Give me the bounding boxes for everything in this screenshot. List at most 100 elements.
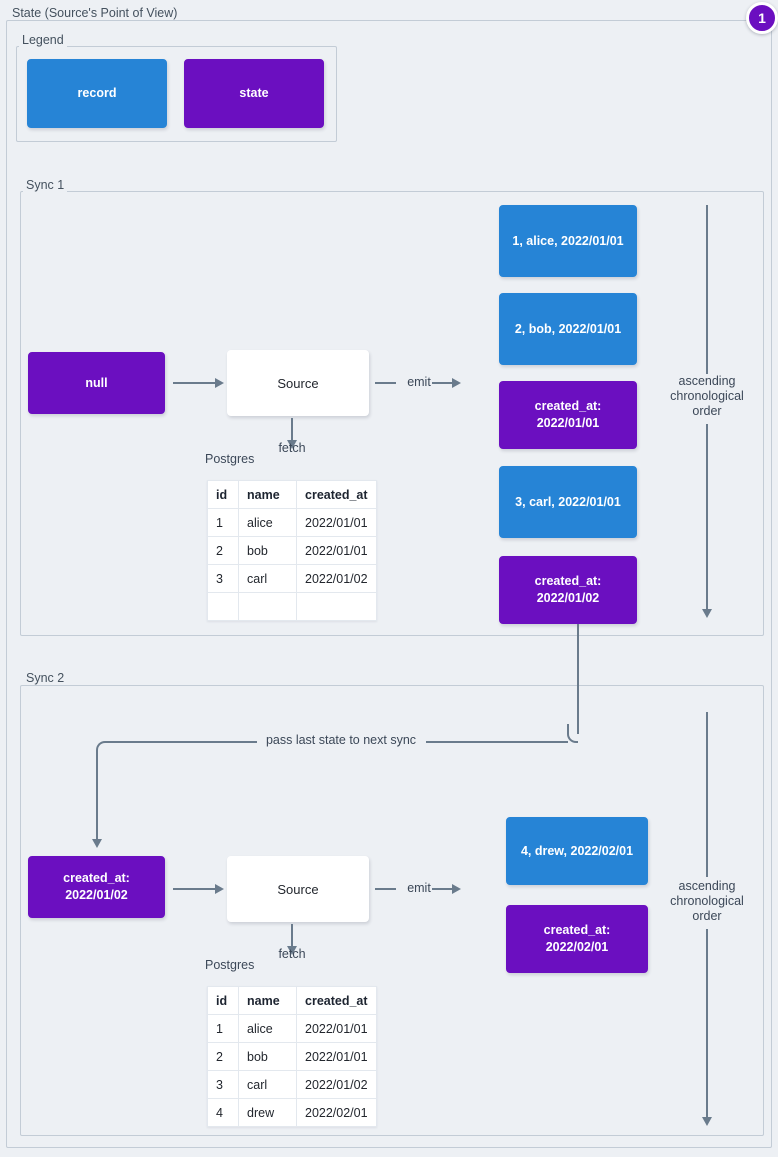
sync1-emitted-2-label: created_at: 2022/01/01: [534, 399, 602, 430]
table-header-row: id name created_at: [207, 480, 377, 509]
cell-created-at: 2022/01/02: [296, 564, 377, 593]
table-row: 1 alice 2022/01/01: [207, 508, 377, 537]
sync1-emitted-1-label: 2, bob, 2022/01/01: [514, 321, 622, 336]
cell-id: 2: [207, 536, 239, 565]
sync1-state-to-source-line: [173, 382, 217, 384]
cell-id: 4: [207, 1098, 239, 1127]
sync2-fetch-arrow: [287, 946, 297, 955]
sync1-emit-line-left: [375, 382, 398, 384]
table-row: 3 carl 2022/01/02: [207, 564, 377, 593]
sync1-fetch-arrow: [287, 440, 297, 449]
sync2-input-state-label: created_at: 2022/01/02: [63, 871, 130, 902]
cell-created-at: 2022/01/02: [296, 1070, 377, 1099]
sync1-emitted-3: 3, carl, 2022/01/01: [499, 466, 637, 538]
sync2-emit-label: emit: [396, 881, 442, 896]
sync2-db-label: Postgres: [205, 958, 255, 972]
legend-swatch-record: record: [27, 59, 167, 128]
sync1-emitted-0: 1, alice, 2022/01/01: [499, 205, 637, 277]
sync1-input-state: null: [28, 352, 165, 414]
sync1-fetch-line: [291, 418, 293, 442]
col-id: id: [207, 986, 239, 1015]
sync1-db-table: id name created_at 1 alice 2022/01/01 2 …: [207, 480, 377, 621]
table-row: 3 carl 2022/01/02: [207, 1070, 377, 1099]
pass-state-corner-top-left: [96, 741, 108, 755]
pass-state-arrow: [92, 839, 102, 848]
sync2-emit-line-right: [432, 888, 455, 890]
table-row: 4 drew 2022/02/01: [207, 1098, 377, 1127]
sync2-emit-arrow: [452, 884, 461, 894]
sync1-source-box: Source: [227, 350, 369, 416]
sync1-emit-label: emit: [396, 375, 442, 390]
sync1-order-arrow: [702, 609, 712, 618]
col-name: name: [238, 986, 297, 1015]
legend-label: Legend: [19, 33, 67, 47]
sync2-label: Sync 2: [23, 671, 68, 685]
pass-state-label: pass last state to next sync: [256, 733, 426, 748]
sync2-emit-line-left: [375, 888, 398, 890]
col-name: name: [238, 480, 297, 509]
cell-name: alice: [238, 1014, 297, 1043]
cell-name: bob: [238, 536, 297, 565]
sync1-emitted-3-label: 3, carl, 2022/01/01: [515, 494, 621, 509]
cell-created-at: 2022/01/01: [296, 536, 377, 565]
sync1-fetch-label: fetch: [278, 441, 306, 455]
sync1-emitted-1: 2, bob, 2022/01/01: [499, 293, 637, 365]
legend-swatch-record-label: record: [77, 86, 117, 100]
sync2-source-label: Source: [277, 881, 319, 897]
sync2-emitted-0-label: 4, drew, 2022/02/01: [520, 843, 634, 858]
sync1-label: Sync 1: [23, 178, 68, 192]
cell-id: 1: [207, 1014, 239, 1043]
sync2-emitted-0: 4, drew, 2022/02/01: [506, 817, 648, 885]
col-id: id: [207, 480, 239, 509]
legend-swatch-state: state: [184, 59, 324, 128]
cell-name: [238, 592, 297, 621]
sync1-emit-line-right: [432, 382, 455, 384]
legend-frame: [16, 46, 337, 142]
sync1-emitted-4-label: created_at: 2022/01/02: [534, 574, 602, 605]
sync2-state-to-source-arrow: [215, 884, 224, 894]
sync1-db-label: Postgres: [205, 452, 255, 466]
sync2-emitted-1-label: created_at: 2022/02/01: [543, 923, 611, 954]
sync2-emitted-1: created_at: 2022/02/01: [506, 905, 648, 973]
outer-frame: [6, 20, 772, 1148]
table-row: 2 bob 2022/01/01: [207, 536, 377, 565]
sync1-source-label: Source: [277, 375, 319, 391]
cell-created-at: 2022/01/01: [296, 508, 377, 537]
sync2-db-table: id name created_at 1 alice 2022/01/01 2 …: [207, 986, 377, 1127]
pass-state-line-down-left: [96, 753, 98, 841]
sync2-order-line-bottom: [706, 929, 708, 1119]
sync1-emitted-2: created_at: 2022/01/01: [499, 381, 637, 449]
pass-state-line-right-seg: [418, 741, 568, 743]
cell-id: 3: [207, 1070, 239, 1099]
sync2-fetch-line: [291, 924, 293, 948]
sync1-state-to-source-arrow: [215, 378, 224, 388]
cell-created-at: 2022/02/01: [296, 1098, 377, 1127]
cell-name: carl: [238, 564, 297, 593]
sync1-order-line-top: [706, 205, 708, 374]
pass-state-corner-bottom-right: [567, 724, 578, 743]
cell-name: carl: [238, 1070, 297, 1099]
sync2-source-box: Source: [227, 856, 369, 922]
cell-created-at: 2022/01/01: [296, 1014, 377, 1043]
sync2-state-to-source-line: [173, 888, 217, 890]
sync2-order-note: ascending chronological order: [670, 879, 744, 923]
diagram-title: State (Source's Point of View): [9, 6, 181, 20]
step-badge: 1: [746, 2, 778, 34]
sync1-order-note: ascending chronological order: [670, 374, 744, 418]
cell-id: 3: [207, 564, 239, 593]
cell-name: drew: [238, 1098, 297, 1127]
legend-swatch-state-label: state: [239, 86, 269, 100]
sync2-order-arrow: [702, 1117, 712, 1126]
cell-name: bob: [238, 1042, 297, 1071]
cell-created-at: 2022/01/01: [296, 1042, 377, 1071]
cell-name: alice: [238, 508, 297, 537]
sync1-order-line-bottom: [706, 424, 708, 611]
pass-state-line-down-right: [577, 624, 579, 734]
sync1-emit-arrow: [452, 378, 461, 388]
cell-id: 1: [207, 508, 239, 537]
table-row: 2 bob 2022/01/01: [207, 1042, 377, 1071]
table-row: [207, 592, 377, 621]
col-created-at: created_at: [296, 986, 377, 1015]
table-header-row: id name created_at: [207, 986, 377, 1015]
